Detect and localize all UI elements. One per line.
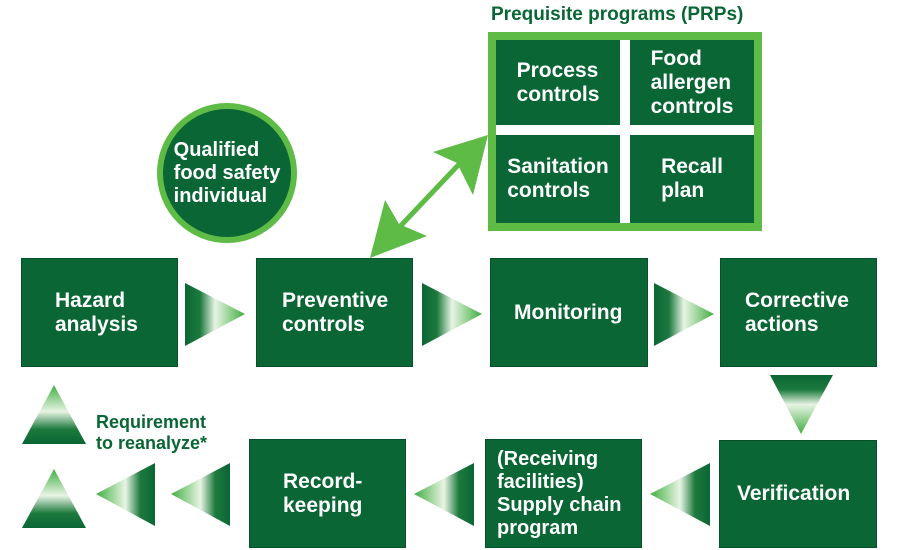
arrow-down-corrective-to-verification: [770, 375, 833, 434]
arrow-right-hazard-to-preventive: [185, 283, 245, 346]
double-arrow-shaft: [390, 158, 465, 237]
prp-sanitation-controls: Sanitation controls: [496, 135, 620, 223]
step-hazard-analysis: Hazard analysis: [21, 258, 178, 367]
arrow-right-monitoring-to-corrective: [654, 283, 714, 346]
reanalyze-label: Requirement to reanalyze*: [96, 412, 208, 453]
arrow-left-record-to-reanalyze-2: [96, 463, 155, 526]
arrow-up-reanalyze-bottom: [22, 469, 86, 528]
arrow-up-reanalyze-top: [22, 385, 86, 444]
prp-food-allergen-controls: Food allergen controls: [630, 40, 754, 125]
step-supply-chain-program: (Receiving facilities) Supply chain prog…: [485, 439, 642, 548]
prp-recall-plan: Recall plan: [630, 135, 754, 223]
prp-group: Process controls Food allergen controls …: [488, 32, 762, 231]
arrow-left-verification-to-supply: [650, 463, 710, 526]
qualified-individual-circle: Qualified food safety individual: [157, 103, 297, 243]
double-arrow-head-bottom: [370, 200, 427, 258]
step-monitoring: Monitoring: [490, 258, 648, 367]
step-verification: Verification: [719, 440, 877, 548]
step-preventive-controls: Preventive controls: [256, 258, 413, 367]
arrow-left-supply-to-record: [414, 463, 474, 526]
prp-process-controls: Process controls: [496, 40, 620, 125]
double-arrow-head-top: [433, 135, 488, 195]
arrow-right-preventive-to-monitoring: [422, 283, 482, 346]
prp-title: Prequisite programs (PRPs): [491, 4, 744, 25]
arrow-left-record-to-reanalyze-1: [171, 463, 230, 526]
step-corrective-actions: Corrective actions: [720, 258, 877, 367]
step-record-keeping: Record- keeping: [249, 439, 406, 548]
